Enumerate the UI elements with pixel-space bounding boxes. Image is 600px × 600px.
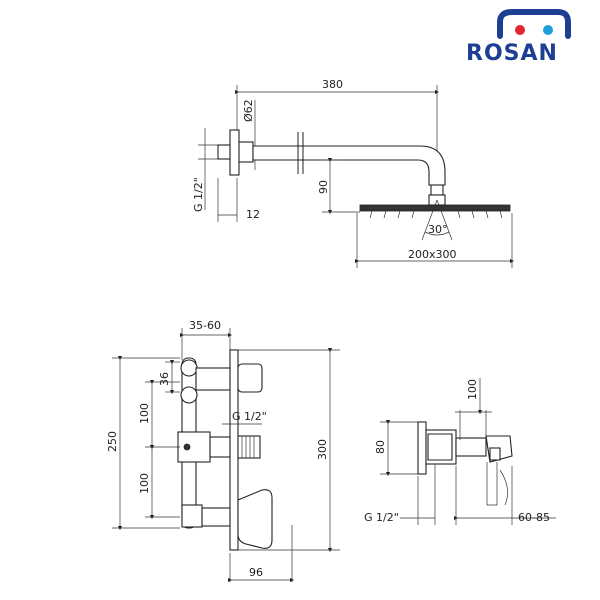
holder-side-view: 100 80 G 1/2" 60-85 xyxy=(364,378,556,525)
dim-holder-height: 80 xyxy=(374,440,387,454)
dim-head-size: 200x300 xyxy=(408,248,457,261)
middle-thread xyxy=(237,435,261,459)
dim-holder-top: 100 xyxy=(466,379,479,400)
wall-plate xyxy=(229,349,239,551)
mixer-front-view: 35-60 G 1/2" 36 100 xyxy=(106,319,340,583)
flange-collar xyxy=(238,141,254,163)
holder-outlet xyxy=(455,437,487,457)
dim-total-height: 250 xyxy=(106,431,119,452)
upper-outlet xyxy=(195,367,231,391)
logo-blue-dot-icon xyxy=(543,25,553,35)
arm-connector xyxy=(430,184,444,196)
brand-name: ROSAN xyxy=(466,41,558,66)
valve-block xyxy=(177,431,211,463)
holder-wall-plate xyxy=(417,421,427,475)
dim-holder-depth: 60-85 xyxy=(518,511,550,524)
upper-knob xyxy=(237,363,263,393)
shower-nozzles xyxy=(369,210,503,219)
lower-block xyxy=(181,504,203,528)
dim-depth: 35-60 xyxy=(189,319,221,332)
dim-thread-mixer: G 1/2" xyxy=(232,410,267,423)
dim-spacing-lower: 100 xyxy=(138,473,151,494)
dim-plate-height: 300 xyxy=(316,439,329,460)
lower-stem xyxy=(201,507,231,527)
dim-width: 96 xyxy=(249,566,263,579)
dim-offset: 12 xyxy=(246,208,260,221)
logo-red-dot-icon xyxy=(515,25,525,35)
dim-drop: 90 xyxy=(317,180,330,194)
lever-handle xyxy=(237,489,273,549)
dim-small: 36 xyxy=(158,372,171,386)
shower-arm-view: 380 Ø62 G 1/2" 12 90 xyxy=(192,78,515,268)
thread-nipple xyxy=(217,144,231,160)
dim-spacing-upper: 100 xyxy=(138,403,151,424)
shower-arm xyxy=(252,145,446,186)
middle-body xyxy=(209,436,231,458)
dim-arm-length: 380 xyxy=(322,78,343,91)
wall-flange xyxy=(229,129,240,176)
dim-holder-thread: G 1/2" xyxy=(364,511,399,524)
dim-angle: 30° xyxy=(428,223,448,236)
logo-arc-icon xyxy=(497,9,571,39)
dim-thread-top: G 1/2" xyxy=(192,177,205,212)
brand-logo: ROSAN xyxy=(466,9,571,66)
dim-flange-dia: Ø62 xyxy=(242,99,255,122)
